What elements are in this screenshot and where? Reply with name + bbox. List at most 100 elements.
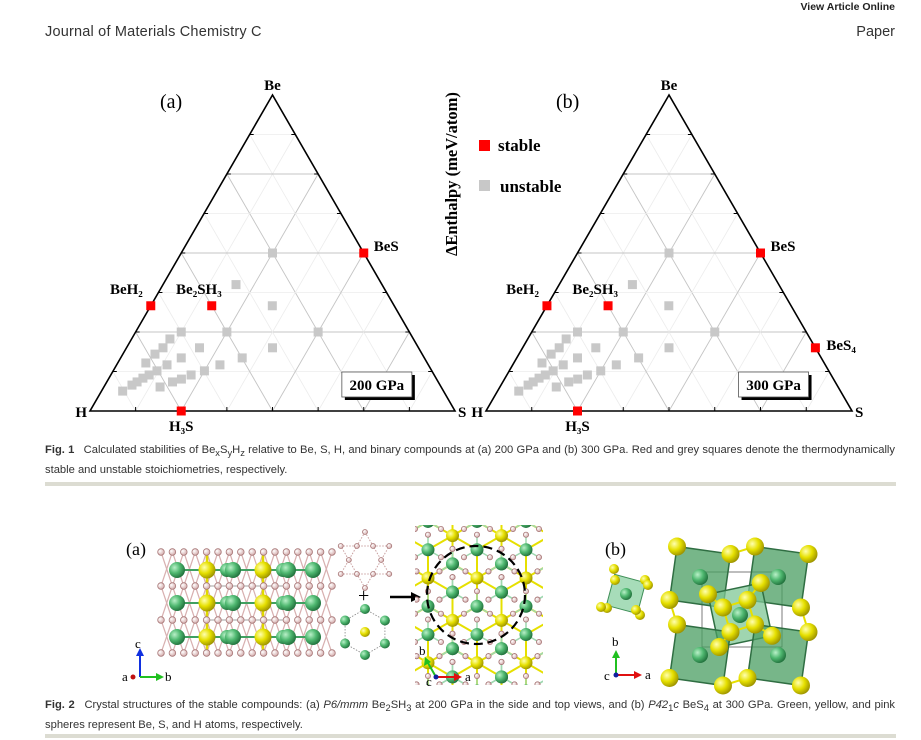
be-atom (732, 607, 748, 623)
h-atom (168, 548, 177, 556)
be-h-bond (391, 507, 404, 515)
h-atom (225, 548, 234, 556)
vertex-label-be: Be (264, 78, 281, 94)
unstable-point (313, 327, 323, 337)
be-h-bond (600, 649, 613, 657)
unit-cell (701, 571, 783, 648)
s-atom (254, 628, 272, 646)
be-atom (569, 515, 582, 528)
h-atom (584, 654, 589, 659)
be-h-bond (391, 564, 404, 572)
be-atom (379, 638, 390, 649)
caption-text: S (219, 444, 228, 456)
caption-text: BeS (678, 699, 704, 711)
h-atom (510, 554, 517, 561)
h-atom (415, 653, 420, 660)
h-atom (572, 589, 577, 594)
h-atom (548, 659, 553, 664)
h-atom (436, 568, 443, 575)
h-atom (214, 582, 222, 590)
h-atom (237, 548, 245, 556)
h-atom (237, 616, 245, 624)
be-atom (397, 642, 410, 655)
h-atom (248, 582, 256, 590)
h-atom (388, 654, 393, 659)
be-atom (569, 628, 582, 641)
caption-text: Calculated stabilities of Be (83, 444, 216, 456)
s-atom (544, 614, 557, 627)
compound-label: BeH₂ (506, 282, 539, 298)
h-atom (180, 649, 188, 657)
h-atom (157, 548, 165, 556)
unstable-point (268, 248, 277, 258)
be-atom (305, 562, 321, 578)
be-h-bond (575, 550, 588, 558)
caption-text: at 200 GPa in the side and top views, an… (411, 699, 649, 711)
unstable-point (237, 353, 247, 363)
be-h-bond (587, 592, 600, 600)
figure2-caption: Fig. 2 Crystal structures of the stable … (45, 697, 895, 734)
h-atom (305, 649, 313, 657)
compound-label: Be₂SH₃ (176, 282, 222, 298)
h-atom (389, 526, 394, 531)
h-atom (328, 548, 336, 556)
figure1-label: Fig. 1 (45, 444, 75, 456)
be-atom (544, 557, 557, 570)
be-h-bond (587, 649, 600, 657)
s-atom (746, 615, 765, 634)
be-h-bond (404, 507, 417, 515)
h-atom (534, 568, 541, 575)
axis-label-a: a (465, 669, 471, 684)
view-article-online-link[interactable]: View Article Online (800, 1, 895, 13)
unstable-point (165, 334, 175, 344)
h-atom (449, 630, 456, 637)
caption-sub: z (240, 448, 245, 459)
be-h-bond (391, 677, 404, 685)
be-atom (372, 600, 385, 613)
h-atom (561, 654, 566, 659)
h-atom (424, 531, 431, 538)
pressure-label: 200 GPa (350, 378, 405, 394)
h-atom (585, 555, 590, 560)
be-atom (397, 557, 410, 570)
be-h-bond (551, 677, 564, 685)
figure1-caption: Fig. 1 Calculated stabilities of BexSyHz… (45, 442, 895, 479)
unstable-point (618, 327, 628, 337)
h-atom (572, 504, 577, 509)
compound-label: BeS (374, 239, 399, 255)
h-atom (370, 571, 376, 577)
be-atom (169, 562, 185, 578)
be-h-bond (575, 521, 588, 529)
s-atom (631, 605, 641, 615)
h-atom (437, 525, 444, 532)
be-h-bond (415, 654, 417, 657)
unstable-point (634, 353, 644, 363)
h-atom (386, 571, 393, 577)
h-atom (473, 588, 480, 595)
unstable-point (564, 377, 574, 387)
s-atom (446, 613, 459, 627)
unstable-point (176, 353, 186, 363)
s-atom (397, 614, 410, 627)
unstable-point (561, 334, 571, 344)
be-atom (471, 525, 483, 528)
h-bond (160, 551, 173, 587)
h-atom (202, 548, 211, 556)
be-atom (372, 685, 385, 698)
h-atom (561, 682, 566, 687)
be-atom (225, 562, 241, 578)
be-atom (470, 599, 484, 613)
h-atom (282, 582, 291, 590)
s-atom (791, 676, 810, 695)
h-atom (401, 546, 406, 551)
h-atom (401, 631, 406, 636)
h-atom (157, 649, 165, 657)
h-atom (248, 548, 256, 556)
axis-label-a: a (645, 667, 651, 682)
stable-point (176, 406, 186, 416)
s-atom (446, 529, 459, 543)
be-h-bond (551, 592, 564, 600)
s-atom (738, 590, 757, 609)
kagome-hexagon-motif (337, 529, 393, 660)
